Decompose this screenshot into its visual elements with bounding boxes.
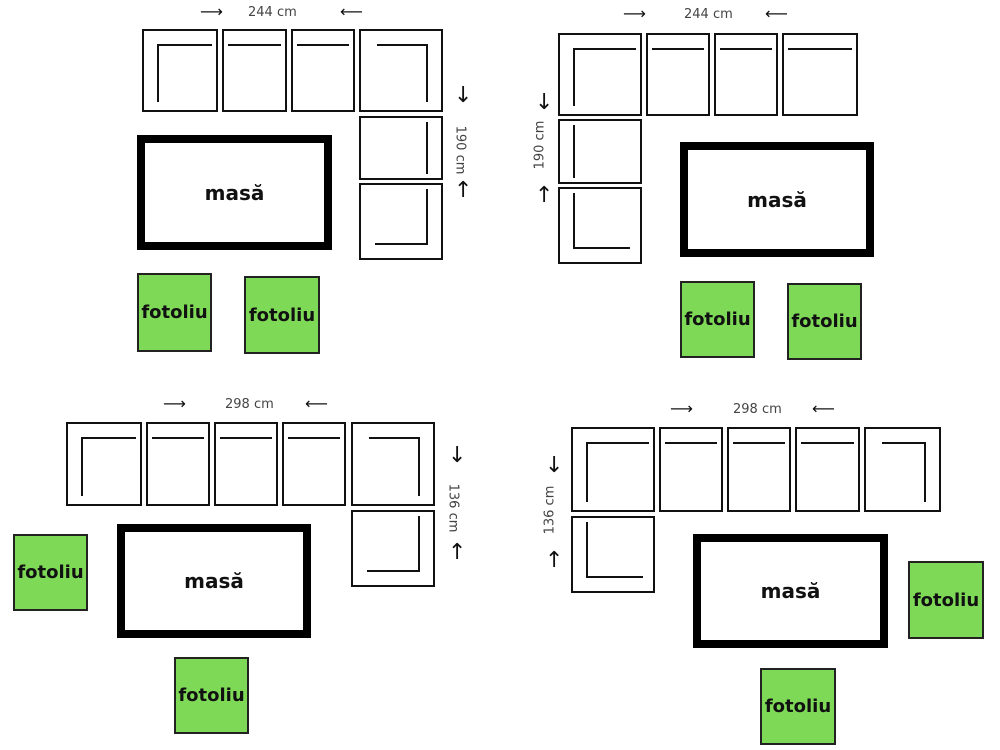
armchair-label: fotoliu bbox=[764, 696, 832, 717]
width-dimension: 244 cm bbox=[684, 7, 733, 22]
sofa-module bbox=[359, 116, 443, 180]
armchair-label: fotoliu bbox=[684, 309, 751, 330]
armchair-fotoliu: fotoliu bbox=[680, 281, 755, 358]
arrow-up-icon: ↑ bbox=[448, 540, 467, 565]
backrest-line bbox=[157, 44, 212, 102]
arrow-right-icon: ⟶ bbox=[163, 394, 186, 413]
sofa-module bbox=[214, 422, 278, 506]
backrest-line bbox=[220, 437, 272, 439]
backrest-line bbox=[586, 522, 643, 578]
armchair-fotoliu: fotoliu bbox=[174, 657, 249, 734]
backrest-line bbox=[882, 442, 926, 502]
backrest-line bbox=[367, 516, 420, 572]
arrow-left-icon: ⟵ bbox=[340, 2, 363, 21]
backrest-line bbox=[733, 442, 785, 444]
table-label: masă bbox=[204, 180, 265, 205]
table-label: masă bbox=[747, 187, 807, 212]
arrow-down-icon: ↓ bbox=[545, 453, 564, 478]
depth-dimension: 136 cm bbox=[445, 483, 461, 533]
sofa-module bbox=[571, 516, 655, 593]
arrow-down-icon: ↓ bbox=[535, 90, 554, 115]
armchair-fotoliu: fotoliu bbox=[908, 561, 984, 639]
sofa-module bbox=[558, 119, 642, 184]
backrest-line bbox=[573, 193, 630, 249]
backrest-line bbox=[81, 437, 136, 496]
table-label: masă bbox=[184, 569, 244, 593]
backrest-line bbox=[228, 44, 281, 46]
backrest-line bbox=[573, 125, 575, 178]
armchair-label: fotoliu bbox=[791, 311, 858, 332]
table-masa: masă bbox=[680, 142, 874, 257]
sofa-module bbox=[291, 29, 355, 112]
sofa-module bbox=[66, 422, 142, 506]
backrest-line bbox=[788, 48, 852, 50]
sofa-module bbox=[727, 427, 791, 512]
backrest-line bbox=[426, 122, 428, 174]
armchair-label: fotoliu bbox=[178, 685, 245, 706]
depth-dimension: 190 cm bbox=[532, 120, 548, 170]
backrest-line bbox=[375, 189, 428, 245]
sofa-module bbox=[351, 510, 435, 587]
arrow-left-icon: ⟵ bbox=[305, 394, 328, 413]
sofa-module bbox=[222, 29, 287, 112]
backrest-line bbox=[586, 442, 649, 502]
armchair-label: fotoliu bbox=[17, 562, 84, 583]
armchair-label: fotoliu bbox=[141, 302, 208, 323]
sofa-module bbox=[659, 427, 723, 512]
depth-dimension: 136 cm bbox=[542, 485, 558, 535]
backrest-line bbox=[652, 48, 704, 50]
width-dimension: 298 cm bbox=[225, 397, 274, 412]
backrest-line bbox=[573, 48, 636, 106]
armchair-fotoliu: fotoliu bbox=[137, 273, 212, 352]
armchair-fotoliu: fotoliu bbox=[13, 534, 88, 611]
armchair-label: fotoliu bbox=[248, 304, 316, 326]
arrow-down-icon: ↓ bbox=[448, 443, 467, 468]
sofa-module bbox=[646, 33, 710, 116]
arrow-down-icon: ↓ bbox=[454, 83, 473, 108]
backrest-line bbox=[801, 442, 854, 444]
armchair-label: fotoliu bbox=[912, 589, 980, 611]
sofa-module bbox=[864, 427, 941, 512]
backrest-line bbox=[720, 48, 772, 50]
backrest-line bbox=[369, 437, 420, 496]
arrow-left-icon: ⟵ bbox=[765, 4, 788, 23]
backrest-line bbox=[152, 437, 204, 439]
arrow-up-icon: ↑ bbox=[454, 178, 473, 203]
sofa-module bbox=[359, 29, 443, 112]
width-dimension: 244 cm bbox=[248, 5, 297, 20]
width-dimension: 298 cm bbox=[733, 402, 782, 417]
backrest-line bbox=[288, 437, 340, 439]
sofa-module bbox=[351, 422, 435, 506]
arrow-up-icon: ↑ bbox=[535, 183, 554, 208]
backrest-line bbox=[297, 44, 349, 46]
depth-dimension: 190 cm bbox=[452, 125, 468, 175]
arrow-left-icon: ⟵ bbox=[812, 399, 835, 418]
arrow-right-icon: ⟶ bbox=[623, 4, 646, 23]
sofa-module bbox=[359, 183, 443, 260]
sofa-module bbox=[558, 187, 642, 264]
sofa-module bbox=[714, 33, 778, 116]
backrest-line bbox=[665, 442, 717, 444]
armchair-fotoliu: fotoliu bbox=[760, 668, 836, 745]
sofa-module bbox=[282, 422, 346, 506]
sofa-module bbox=[142, 29, 218, 112]
table-label: masă bbox=[760, 579, 821, 603]
table-masa: masă bbox=[693, 534, 888, 648]
armchair-fotoliu: fotoliu bbox=[244, 276, 320, 354]
table-masa: masă bbox=[117, 524, 311, 638]
armchair-fotoliu: fotoliu bbox=[787, 283, 862, 360]
backrest-line bbox=[377, 44, 428, 102]
sofa-module bbox=[782, 33, 858, 116]
sofa-module bbox=[146, 422, 210, 506]
arrow-right-icon: ⟶ bbox=[670, 399, 693, 418]
sofa-module bbox=[558, 33, 642, 116]
arrow-right-icon: ⟶ bbox=[200, 2, 223, 21]
sofa-module bbox=[795, 427, 860, 512]
sofa-module bbox=[571, 427, 655, 512]
table-masa: masă bbox=[137, 135, 332, 250]
arrow-up-icon: ↑ bbox=[545, 548, 564, 573]
